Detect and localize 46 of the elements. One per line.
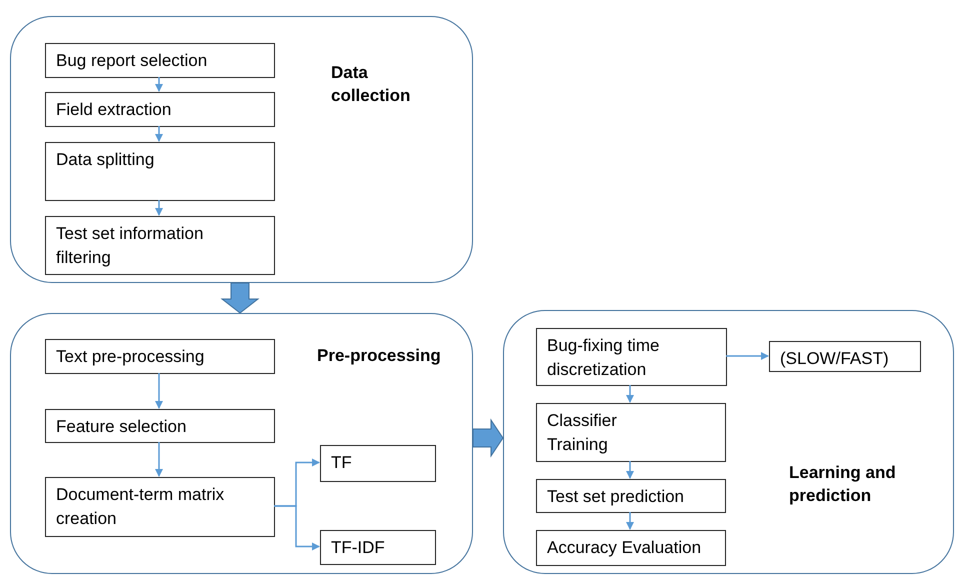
process-box [45, 92, 275, 127]
step-label: Feature selection [56, 417, 186, 436]
process-box [45, 142, 275, 201]
arrow [726, 352, 769, 360]
process-box [769, 341, 921, 372]
arrow [155, 442, 163, 477]
block-arrow [472, 418, 504, 458]
process-box [536, 328, 727, 386]
step-label: Document-term matrix creation [56, 485, 224, 528]
step-label: Text pre-processing [56, 347, 204, 366]
step-label: Test set prediction [547, 487, 684, 506]
arrow [155, 126, 163, 142]
arrow [155, 77, 163, 92]
arrow [274, 505, 320, 550]
stage-panel [10, 313, 473, 574]
arrow [155, 373, 163, 409]
process-box [45, 409, 275, 443]
step-label: Classifier Training [547, 411, 617, 454]
stage-title: Pre-processing [317, 345, 442, 367]
step-label: Accuracy Evaluation [547, 538, 702, 557]
process-box [320, 530, 436, 565]
arrow [626, 512, 634, 530]
arrow [155, 200, 163, 216]
arrow [626, 385, 634, 403]
stage-panel [503, 310, 954, 574]
process-box [45, 43, 275, 78]
process-box [45, 216, 275, 275]
step-label: TF [331, 453, 352, 472]
step-label: Data splitting [56, 150, 154, 169]
arrow [626, 461, 634, 479]
step-label: Bug report selection [56, 51, 208, 70]
step-label: (SLOW/FAST) [780, 349, 889, 368]
stage-title: Data collection [331, 62, 412, 107]
stage-panel [10, 16, 473, 283]
step-label: Bug-fixing time discretization [547, 336, 660, 379]
process-box [536, 403, 726, 462]
process-box [45, 339, 275, 374]
process-box [45, 477, 275, 537]
block-arrow [220, 282, 260, 314]
process-box [536, 530, 726, 566]
step-label: Field extraction [56, 100, 172, 119]
process-box [320, 445, 436, 482]
process-box [536, 479, 726, 513]
step-label: TF-IDF [331, 538, 385, 557]
step-label: Test set information filtering [56, 224, 204, 267]
stage-title: Learning and prediction [789, 462, 897, 507]
